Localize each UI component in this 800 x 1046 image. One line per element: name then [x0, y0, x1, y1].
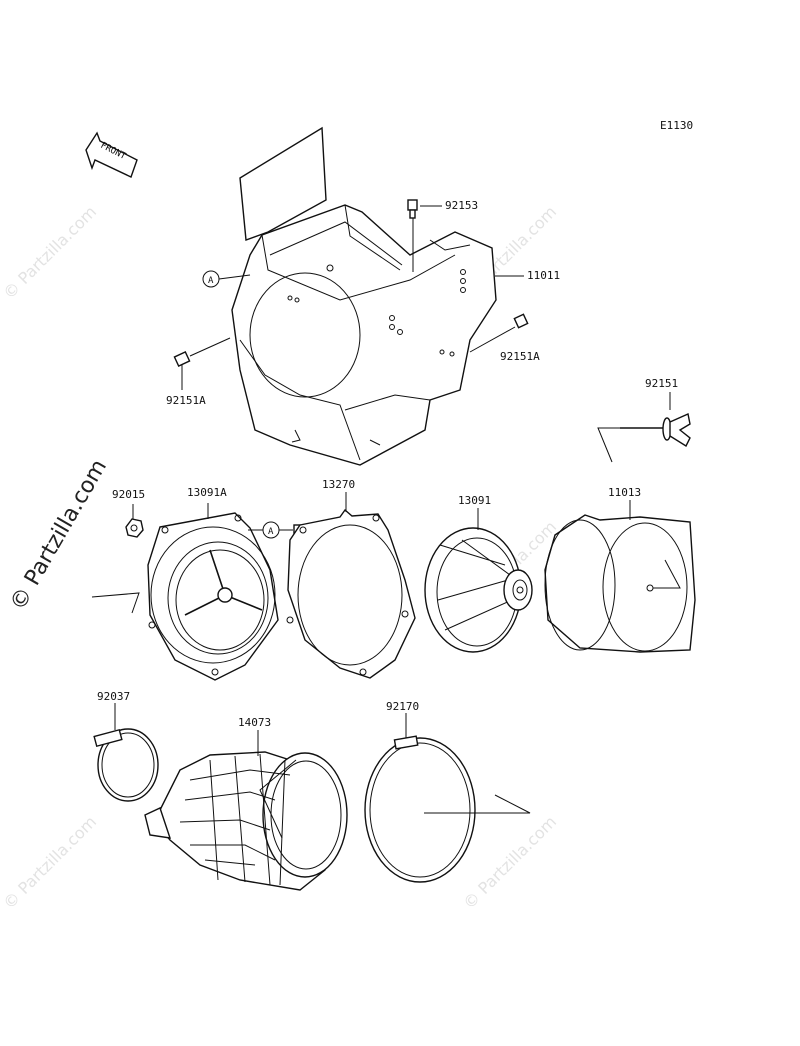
element-holder-plate-13091a-drawing: [91, 503, 279, 681]
wing-bolt-92151-drawing: [597, 413, 691, 463]
ref-a-mid-label: A: [268, 527, 274, 537]
part-label-11011: 11011: [527, 269, 560, 282]
clamp-92170-drawing: [364, 713, 531, 883]
nut-92015-drawing: [125, 504, 144, 538]
front-arrow-icon: FRONT: [85, 131, 138, 178]
watermark-tile: © Partzilla.com: [0, 202, 100, 303]
part-label-13270: 13270: [322, 478, 355, 491]
part-labels: 92153 11011 92151A 92151A 92151 92015 13…: [97, 199, 678, 729]
part-label-92151a-left: 92151A: [166, 394, 206, 407]
part-label-92037: 92037: [97, 690, 130, 703]
diagram-code: E1130: [660, 119, 693, 132]
watermark-tile: © Partzilla.com: [459, 812, 560, 913]
bolt-92151a-right-drawing: [469, 313, 529, 353]
ref-a-top-label: A: [208, 276, 214, 286]
part-label-92015: 92015: [112, 488, 145, 501]
part-label-13091: 13091: [458, 494, 491, 507]
part-label-11013: 11013: [608, 486, 641, 499]
element-holder-13091-drawing: [424, 508, 533, 653]
watermark-main: © Partzilla.com: [6, 455, 113, 615]
clamp-92037-drawing: [93, 703, 159, 802]
part-label-92170: 92170: [386, 700, 419, 713]
part-label-13091a: 13091A: [187, 486, 227, 499]
air-duct-14073-drawing: [144, 730, 348, 891]
ref-mark-a-top: A: [202, 270, 251, 288]
bolt-92151a-left-drawing: [173, 337, 231, 367]
watermark-tile: © Partzilla.com: [459, 0, 560, 3]
air-filter-element-11013-drawing: [544, 500, 696, 653]
part-label-92151a-right: 92151A: [500, 350, 540, 363]
watermark-tile: © Partzilla.com: [0, 812, 100, 913]
gasket-13270-drawing: [286, 492, 416, 679]
part-label-92153: 92153: [445, 199, 478, 212]
part-label-14073: 14073: [238, 716, 271, 729]
air-cleaner-case-drawing: [231, 126, 497, 466]
bolt-92153-drawing: [407, 199, 418, 272]
part-label-92151: 92151: [645, 377, 678, 390]
